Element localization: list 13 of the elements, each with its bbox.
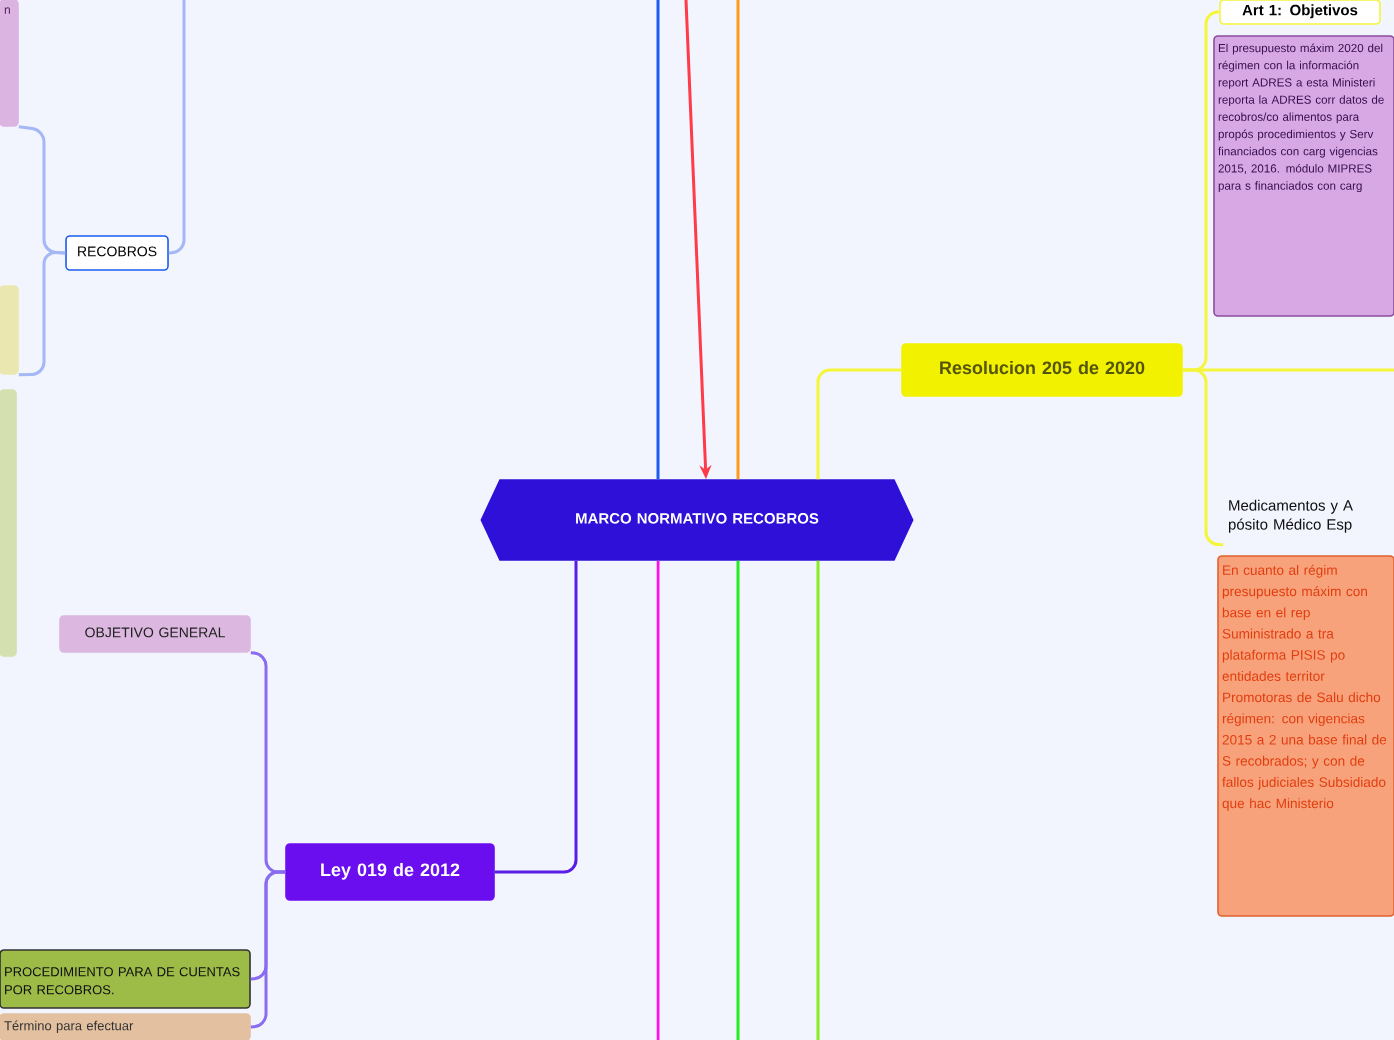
- connector-line: [494, 560, 578, 874]
- connector-line: [816, 560, 820, 1040]
- note-box: [0, 285, 19, 375]
- connector-line: [168, 0, 186, 255]
- connector-line: [656, 560, 660, 1040]
- connector-line: [736, 560, 740, 1040]
- connector-line: [736, 0, 740, 480]
- topic-box: Ley 019 de 2012: [285, 843, 495, 901]
- note-box: [0, 389, 17, 657]
- connector-line: [816, 368, 902, 480]
- topic-box: Resolucion 205 de 2020: [901, 343, 1183, 397]
- connector-line: [656, 0, 660, 480]
- connector-line: [1182, 368, 1394, 372]
